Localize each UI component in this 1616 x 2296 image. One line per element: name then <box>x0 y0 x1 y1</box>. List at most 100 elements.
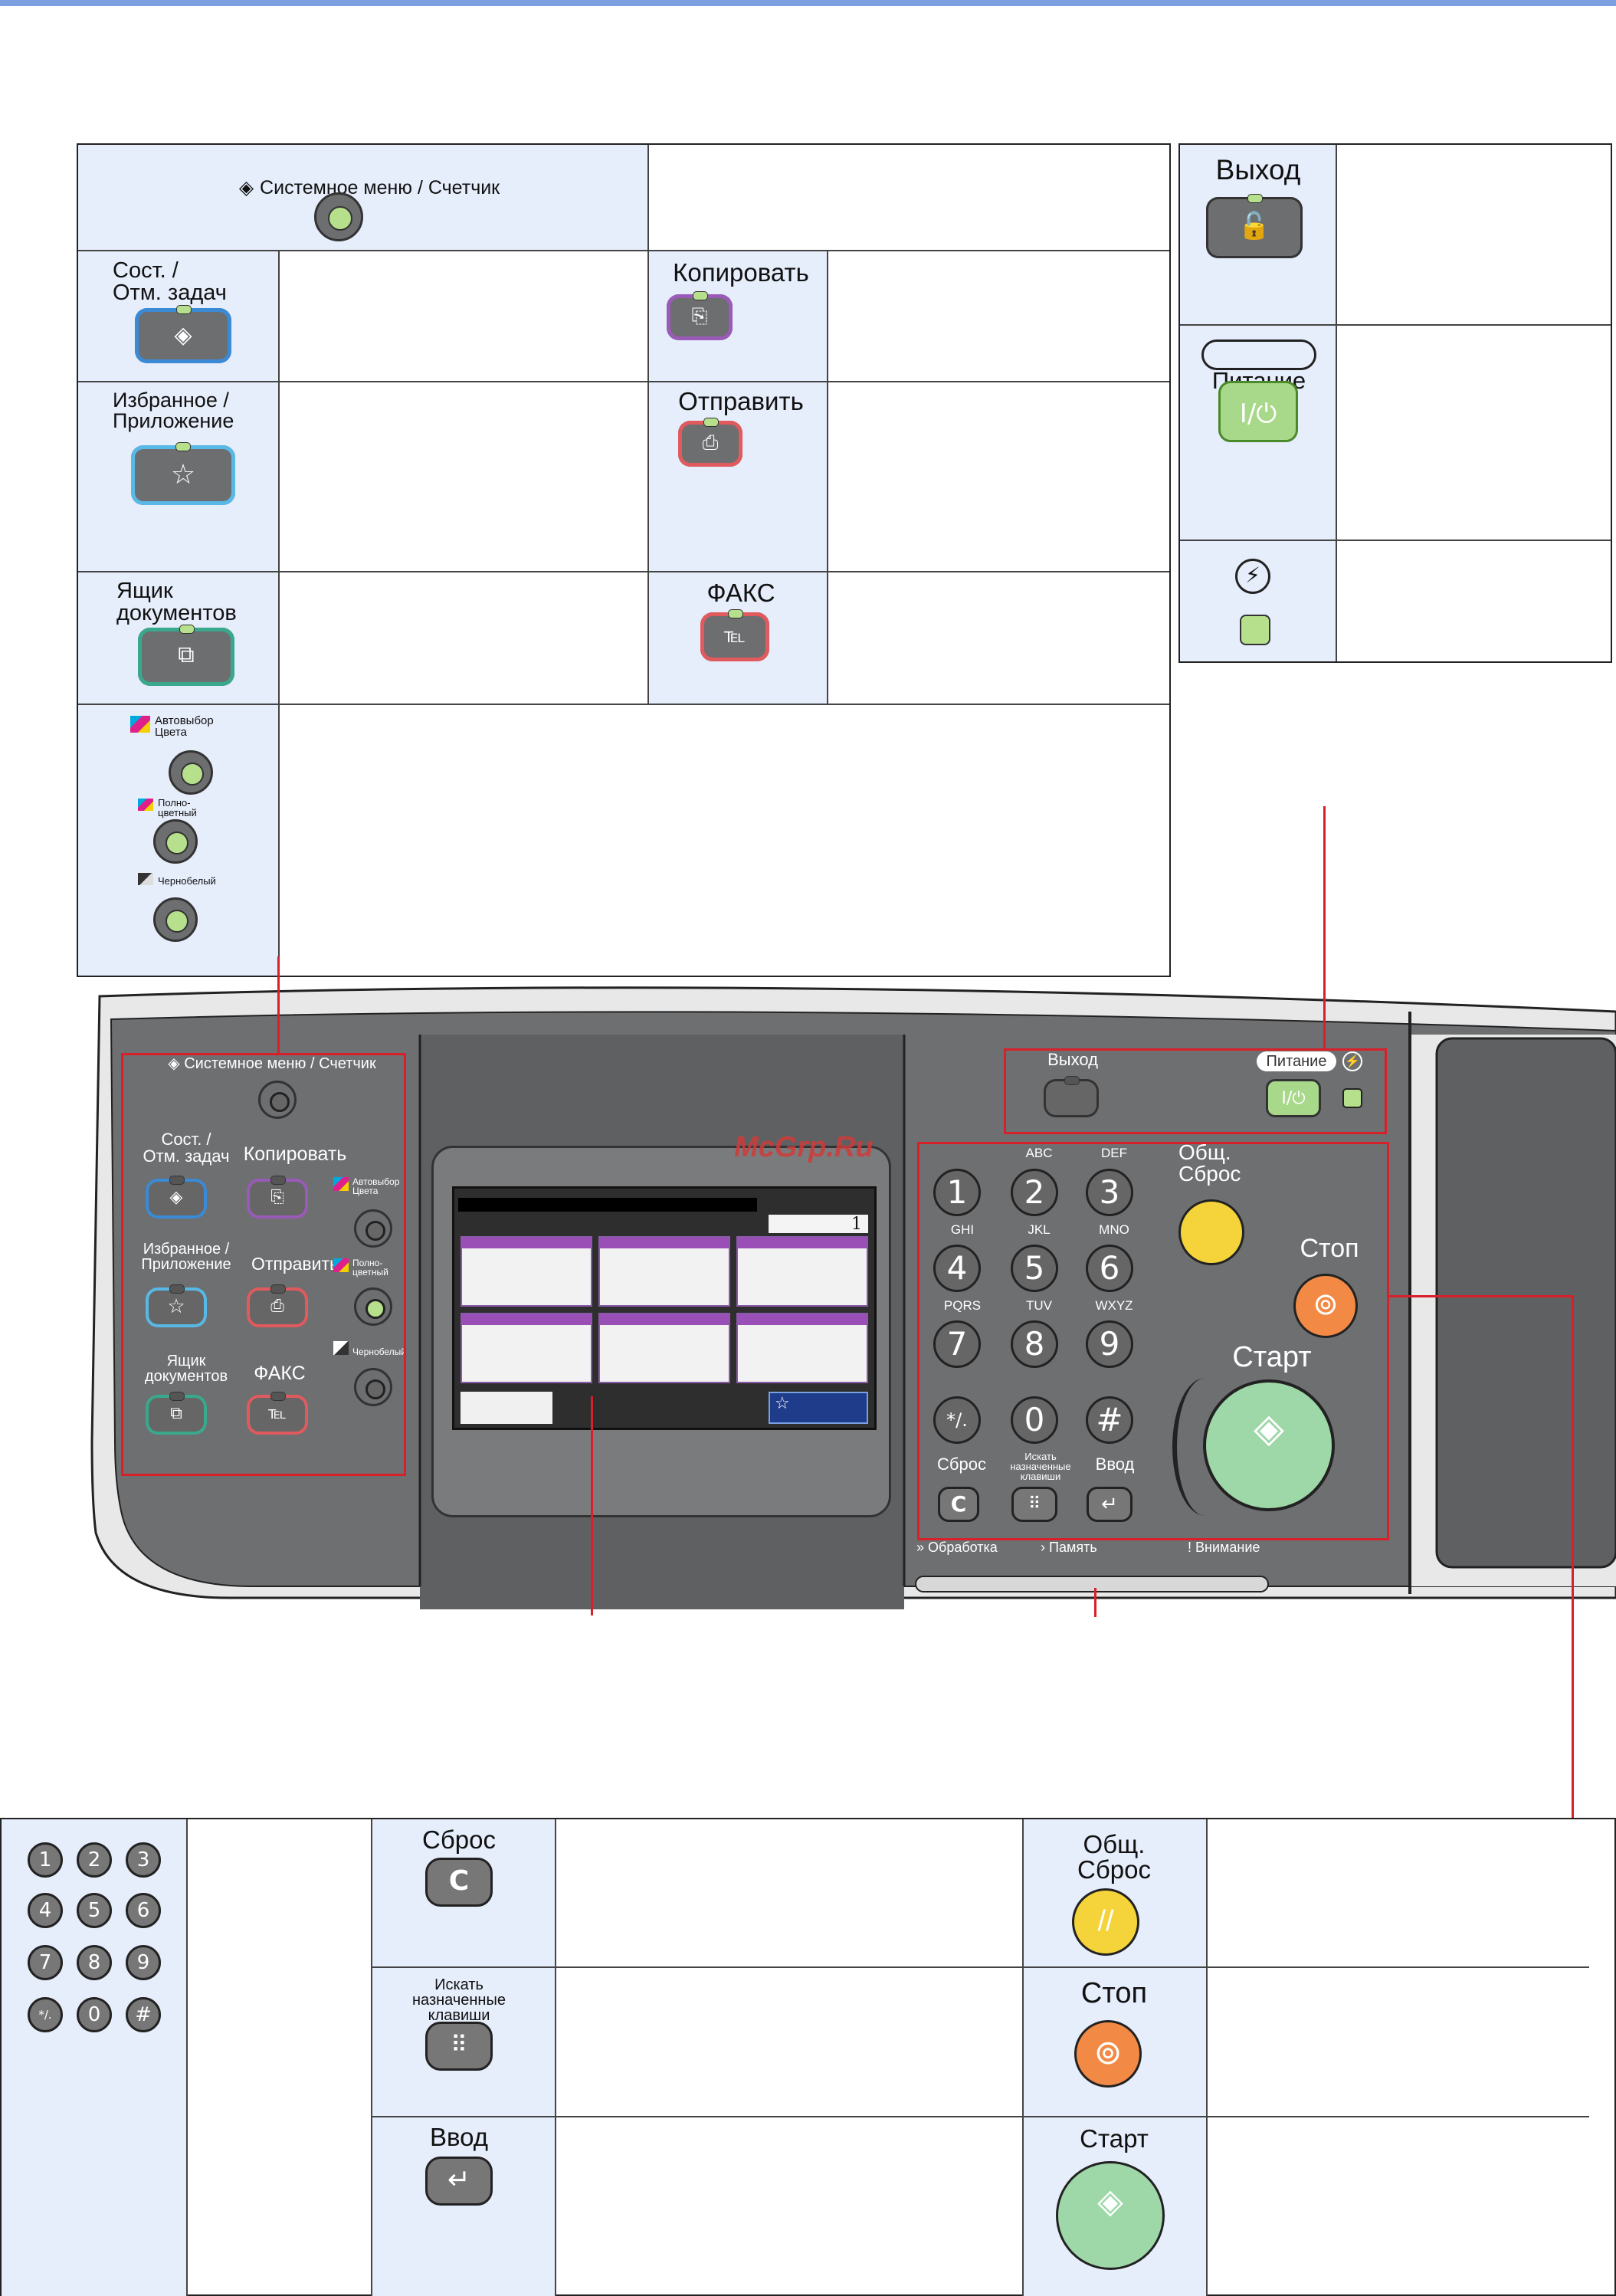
key-star[interactable]: */. <box>933 1396 981 1444</box>
table-key-star: */. <box>28 1997 63 2032</box>
screen-tile-print[interactable] <box>736 1313 868 1383</box>
panel-copy-led <box>270 1176 286 1185</box>
screen-list-button[interactable] <box>461 1392 552 1424</box>
key-4[interactable]: 4 <box>933 1245 981 1292</box>
panel-reset-all-label: Общ. Сброс <box>1178 1140 1241 1186</box>
screen-tile-docbox[interactable] <box>736 1236 868 1307</box>
callout-line-keypad-h <box>1389 1295 1573 1297</box>
key-3[interactable]: 3 <box>1086 1169 1133 1216</box>
table-clear-button: C <box>425 1858 493 1907</box>
table-key-8: 8 <box>77 1945 112 1980</box>
system-menu-button[interactable] <box>314 192 363 241</box>
panel-enter-label: Ввод <box>1095 1455 1135 1474</box>
panel-energy-saver-icon: ⚡ <box>1342 1051 1362 1071</box>
table-key-0: 0 <box>77 1997 112 2032</box>
docbox-label: Ящик документов <box>116 579 237 625</box>
key-1[interactable]: 1 <box>933 1169 981 1216</box>
processing-text: Обработка <box>928 1540 998 1555</box>
fax-led <box>728 609 743 618</box>
panel-status-button[interactable]: ◈ <box>146 1176 207 1219</box>
memory-text: Память <box>1049 1540 1097 1555</box>
panel-power-button[interactable]: I/⏻ <box>1266 1079 1321 1117</box>
table-reset-all-label: Общ. Сброс <box>1077 1830 1151 1884</box>
panel-logout-button[interactable] <box>1044 1076 1099 1117</box>
docbox-icon: ⧉ <box>178 641 195 668</box>
system-menu-led <box>328 206 352 231</box>
key-2-letters: ABC <box>1025 1146 1053 1160</box>
table-key-6: 6 <box>126 1893 161 1928</box>
panel-docbox-button[interactable]: ⧉ <box>146 1392 207 1435</box>
auto-color-button[interactable] <box>169 750 213 795</box>
panel-copy-button[interactable]: ⎘ <box>247 1176 308 1219</box>
screen-tile-copy[interactable] <box>461 1236 592 1307</box>
docbox-button[interactable]: ⧉ <box>138 625 234 686</box>
screen-favorite-button[interactable]: ☆ <box>769 1392 868 1424</box>
key-0[interactable]: 0 <box>1011 1396 1058 1444</box>
table-clear-label: Сброс <box>422 1825 496 1854</box>
panel-auto-color-swatch <box>333 1177 349 1191</box>
table-key-4: 4 <box>28 1893 63 1928</box>
screen-top-bar <box>458 1198 757 1212</box>
panel-stop-button[interactable]: ⊚ <box>1293 1274 1358 1338</box>
panel-search-button[interactable]: ⠿ <box>1011 1487 1057 1522</box>
key-9[interactable]: 9 <box>1086 1320 1133 1368</box>
send-button[interactable]: ⎙ <box>678 418 742 467</box>
table-key-7: 7 <box>28 1945 63 1980</box>
panel-clear-button[interactable]: C <box>938 1487 979 1522</box>
auto-color-led <box>181 763 204 786</box>
key-hash[interactable]: # <box>1086 1396 1133 1444</box>
key-2[interactable]: 2 <box>1011 1169 1058 1216</box>
table-key-3: 3 <box>126 1842 161 1878</box>
send-led <box>703 418 719 427</box>
callout-line-left <box>277 956 280 1055</box>
panel-favorites-button[interactable]: ☆ <box>146 1284 207 1327</box>
panel-favorites-led <box>169 1284 185 1294</box>
touch-panel-screen[interactable]: 1 ☆ <box>452 1186 877 1430</box>
screen-tile-fax[interactable] <box>461 1313 592 1383</box>
callout-line-power <box>1323 806 1326 1050</box>
panel-send-button[interactable]: ⎙ <box>247 1284 308 1327</box>
panel-full-color-swatch <box>333 1258 349 1272</box>
star-icon: ☆ <box>170 459 196 490</box>
panel-enter-button[interactable]: ↵ <box>1087 1487 1133 1522</box>
power-icon: I/⏻ <box>1239 399 1277 429</box>
panel-auto-color-label: Автовыбор Цвета <box>352 1176 400 1196</box>
full-color-button[interactable] <box>153 819 198 864</box>
logout-button[interactable]: 🔓 <box>1206 194 1303 258</box>
panel-fax-button[interactable]: ℡ <box>247 1392 308 1435</box>
panel-star-icon: ☆ <box>167 1295 185 1318</box>
system-menu-label: ◈ Системное меню / Счетчик <box>216 159 523 198</box>
table-enter-label: Ввод <box>429 2123 489 2151</box>
key-6[interactable]: 6 <box>1086 1245 1133 1292</box>
panel-fax-label: ФАКС <box>254 1363 306 1384</box>
panel-logout-label: Выход <box>1047 1050 1098 1069</box>
table-reset-all-button: // <box>1072 1888 1139 1956</box>
fax-button[interactable]: ℡ <box>700 609 769 661</box>
panel-clear-label: Сброс <box>937 1455 986 1474</box>
panel-bw-button[interactable] <box>354 1368 392 1406</box>
auto-color-swatch <box>130 716 150 733</box>
panel-docbox-label: Ящик документов <box>144 1353 228 1385</box>
callout-line-screen <box>591 1396 593 1615</box>
panel-favorites-label: Избранное / Приложение <box>141 1241 231 1273</box>
status-button[interactable]: ◈ <box>135 305 231 363</box>
panel-system-menu-button[interactable] <box>258 1081 297 1119</box>
panel-system-menu-text: Системное меню / Счетчик <box>184 1055 376 1072</box>
bw-button[interactable] <box>153 897 198 942</box>
key-7[interactable]: 7 <box>933 1320 981 1368</box>
panel-full-color-button[interactable] <box>354 1287 392 1326</box>
panel-start-button[interactable]: ◈ <box>1203 1379 1335 1511</box>
attention-text: Внимание <box>1195 1540 1260 1555</box>
power-button[interactable]: I/⏻ <box>1218 381 1298 442</box>
favorites-label: Избранное / Приложение <box>113 389 234 432</box>
screen-tile-send[interactable] <box>598 1236 730 1307</box>
panel-auto-color-button[interactable] <box>354 1209 392 1248</box>
key-8[interactable]: 8 <box>1011 1320 1058 1368</box>
panel-docbox-icon: ⧉ <box>170 1404 182 1423</box>
panel-reset-all-button[interactable] <box>1178 1199 1244 1265</box>
panel-energy-saver-led <box>1342 1088 1362 1108</box>
favorites-button[interactable]: ☆ <box>131 442 235 505</box>
copy-button[interactable]: ⎘ <box>667 291 733 340</box>
key-5[interactable]: 5 <box>1011 1245 1058 1292</box>
screen-tile-scan[interactable] <box>598 1313 730 1383</box>
